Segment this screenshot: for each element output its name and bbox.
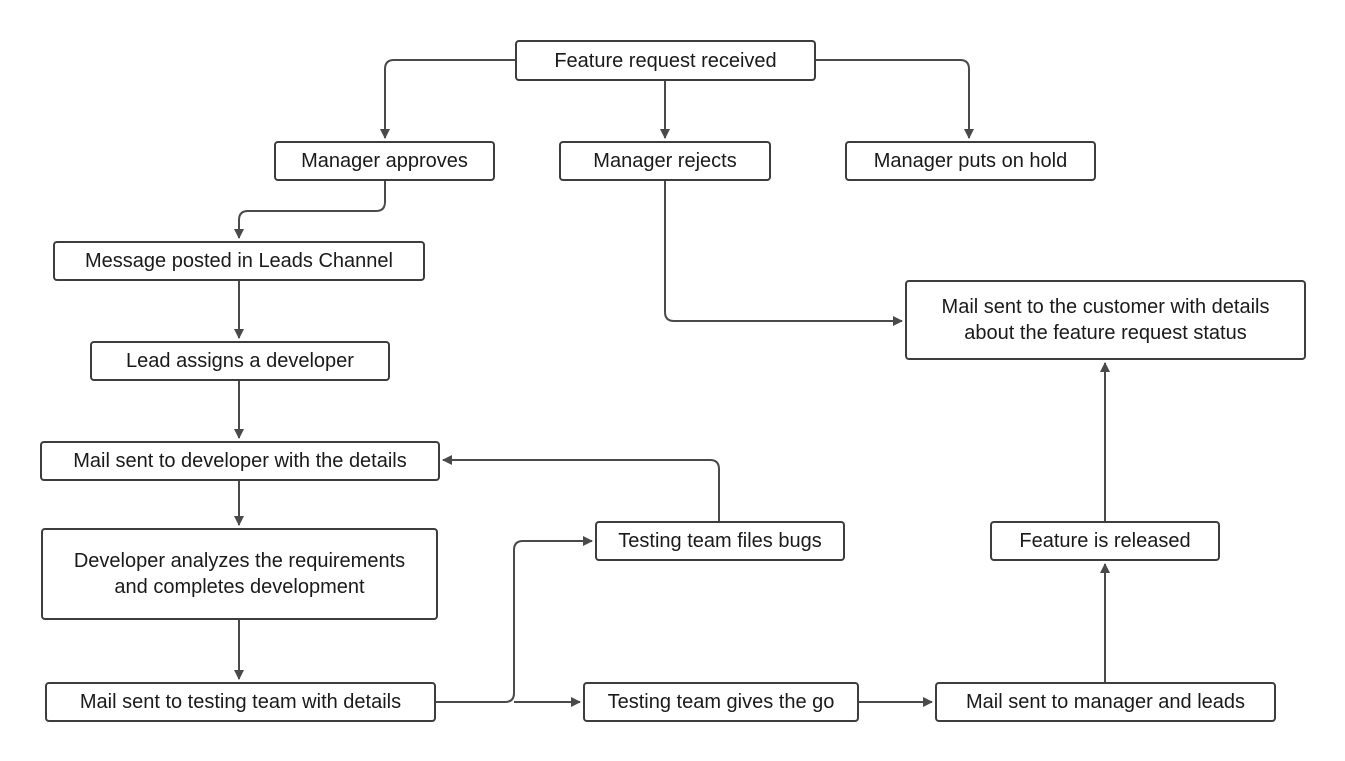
edge-manager-rejects-to-mail-customer [664,181,903,326]
node-feature-request-label: Feature request received [554,49,777,72]
node-manager-approves-label: Manager approves [301,150,468,172]
node-mail-customer: Mail sent to the customer with details a… [905,280,1306,360]
edge-manager-approves-to-leads-channel [234,181,386,239]
node-testing-bugs-label: Testing team files bugs [618,530,822,552]
node-manager-hold-label: Manager puts on hold [873,150,1068,172]
node-feature-released: Feature is released [990,521,1220,561]
node-mail-developer: Mail sent to developer with the details [40,441,440,481]
node-mail-testing-label: Mail sent to testing team with details [79,691,402,713]
node-manager-approves: Manager approves [274,141,495,181]
node-feature-request: Feature request received [515,40,816,81]
node-lead-assigns-label: Lead assigns a developer [126,350,354,372]
edge-mail-testing-to-testing-bugs [436,536,593,703]
node-feature-released-label: Feature is released [1019,530,1191,552]
node-mail-manager: Mail sent to manager and leads [935,682,1276,722]
node-lead-assigns: Lead assigns a developer [90,341,390,381]
node-mail-customer-label: Mail sent to the customer with details a… [941,296,1270,344]
node-developer-analyzes-label: Developer analyzes the requirements and … [73,550,406,598]
edge-testing-bugs-to-mail-developer [442,455,720,521]
node-developer-analyzes: Developer analyzes the requirements and … [41,528,438,620]
edge-feature-request-to-manager-hold [816,59,974,139]
node-mail-manager-label: Mail sent to manager and leads [965,691,1246,713]
node-manager-rejects-label: Manager rejects [593,150,737,172]
node-testing-go-label: Testing team gives the go [607,691,835,713]
node-manager-rejects: Manager rejects [559,141,771,181]
node-leads-channel-label: Message posted in Leads Channel [85,250,393,272]
node-mail-developer-label: Mail sent to developer with the details [73,450,407,472]
node-mail-testing: Mail sent to testing team with details [45,682,436,722]
node-manager-hold: Manager puts on hold [845,141,1096,181]
node-testing-bugs: Testing team files bugs [595,521,845,561]
edge-feature-request-to-manager-approves [380,59,515,139]
node-leads-channel: Message posted in Leads Channel [53,241,425,281]
node-testing-go: Testing team gives the go [583,682,859,722]
